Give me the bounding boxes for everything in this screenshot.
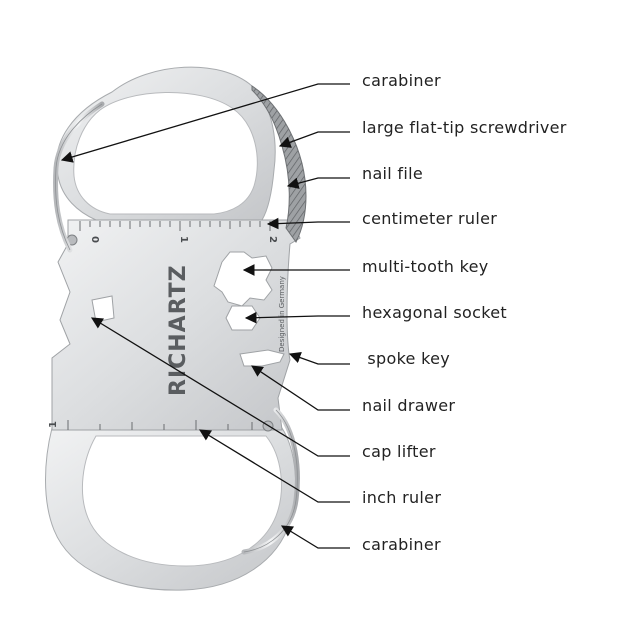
multitool: 0 1 2 1 RICHARTZ Designed in Germany (45, 66, 307, 591)
engraving-text: Designed in Germany (278, 276, 286, 352)
upper-carabiner-opening (73, 91, 258, 215)
inch-ruler-number: 1 (48, 421, 59, 428)
leader-cap-lifter (91, 317, 350, 457)
leader-screwdriver (278, 131, 350, 148)
label-hex-socket: hexagonal socket (362, 303, 507, 322)
leader-inch-ruler (199, 429, 350, 503)
labels: carabiner large flat-tip screwdriver nai… (362, 71, 567, 554)
leader-nail-file (286, 177, 350, 189)
cm-ruler-number-2: 2 (267, 236, 278, 243)
label-cm-ruler: centimeter ruler (362, 209, 497, 228)
leader-nail-drawer (251, 365, 350, 411)
lower-carabiner-wire-gate-edge (243, 409, 298, 553)
brand-logo-text: RICHARTZ (166, 264, 191, 396)
inch-ruler (67, 420, 253, 430)
leader-carabiner-bottom (281, 525, 350, 549)
label-inch-ruler: inch ruler (362, 488, 441, 507)
lower-carabiner-opening (81, 435, 282, 567)
label-nail-file: nail file (362, 164, 423, 183)
label-cap-lifter: cap lifter (362, 442, 436, 461)
cm-ruler-number-1: 1 (178, 236, 189, 243)
cm-ruler-number-0: 0 (89, 236, 100, 243)
leader-hex-socket (244, 311, 350, 324)
multi-tooth-key-cutout (213, 251, 273, 307)
label-nail-drawer: nail drawer (362, 396, 455, 415)
leader-lines (60, 83, 350, 549)
spoke-key-slot (239, 349, 285, 367)
label-carabiner-top: carabiner (362, 71, 441, 90)
label-spoke-key: spoke key (362, 349, 450, 368)
screwdriver-file-strip (251, 85, 307, 243)
leader-spoke-key (288, 352, 350, 365)
label-multi-tooth-key: multi-tooth key (362, 257, 489, 276)
cap-lifter-notch (91, 295, 115, 323)
label-screwdriver: large flat-tip screwdriver (362, 118, 567, 137)
leader-carabiner-top (60, 83, 350, 163)
label-carabiner-bottom: carabiner (362, 535, 441, 554)
leader-cm-ruler (266, 217, 350, 230)
upper-carabiner-wire-gate-edge (55, 103, 103, 251)
